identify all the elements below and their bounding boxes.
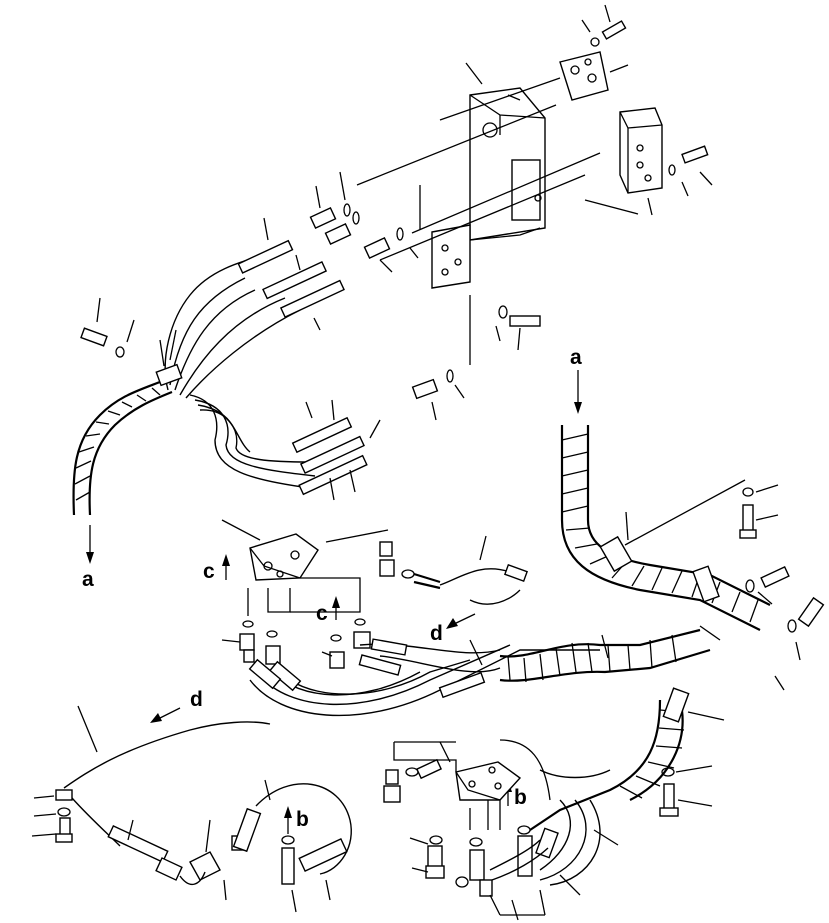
label-c-left: c [203,560,215,583]
bolts-right [659,484,825,817]
label-b-left-group: b [284,806,309,834]
spiral-wrap-upper [74,387,161,501]
bracket-plate-top [559,51,609,101]
label-d-left: d [190,688,203,711]
label-c-right-group: c [316,596,340,625]
small-hose-mid [379,535,529,605]
right-hose-harness [560,425,771,631]
spiral-wrap-right [561,433,759,623]
label-c-left-group: c [203,554,230,583]
label-a-top: a [570,346,582,369]
valve-block-lower [393,739,551,830]
label-c-right: c [316,602,328,625]
lower-left-assembly [31,705,352,913]
bolt-top-right [590,20,709,176]
spiral-wrap-lower [507,634,677,683]
leader-lines-top [356,4,713,365]
fittings-lower-center [383,758,619,921]
label-d-left-group: d [150,688,203,723]
label-a-bottom-group: a [82,525,94,591]
spiral-wrap-down [619,709,685,799]
valve-block-middle [221,519,389,616]
fittings-upper [309,171,419,273]
valve-block-top-right [619,107,663,194]
upper-hose-harness [72,217,381,516]
fittings-under-valve [221,618,371,685]
bolt-bracket-lower [495,305,541,351]
label-a-top-group: a [570,346,582,414]
fittings-middle [411,369,465,421]
lower-hose-bundle [248,625,785,886]
label-b-right: b [514,786,527,809]
label-b-left: b [296,808,309,831]
label-a-bottom: a [82,568,94,591]
main-bracket [431,87,546,289]
label-d-mid: d [430,622,443,645]
label-d-mid-group: d [430,613,476,645]
